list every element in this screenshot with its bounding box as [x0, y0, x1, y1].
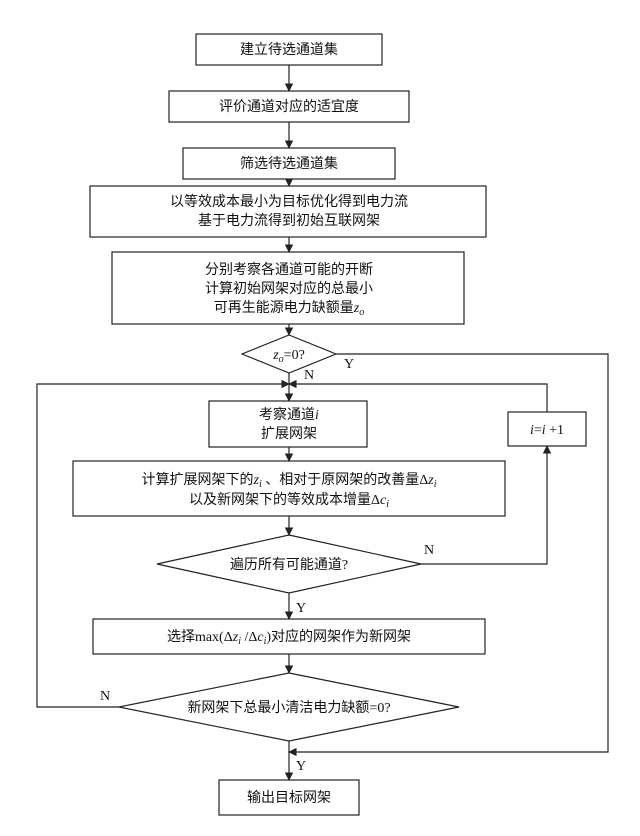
step-compute-line2: 以及新网架下的等效成本增量Δci: [189, 491, 389, 510]
decision-z0-label: zo=0?: [272, 348, 305, 365]
decision-check-zero: 新网架下总最小清洁电力缺额=0?: [118, 672, 460, 742]
step-compute-line1: 计算扩展网架下的zi 、相对于原网架的改善量Δzi: [142, 472, 437, 490]
label-check-yes: Y: [296, 759, 306, 774]
step-consider-breaks: 分别考察各通道可能的开断 计算初始网架对应的总最小 可再生能源电力缺额量zo: [111, 251, 465, 325]
step-build-label: 建立待选通道集: [240, 41, 338, 58]
connectors: [36, 65, 609, 781]
step-consider-line1: 分别考察各通道可能的开断: [205, 261, 373, 278]
step-filter-label: 筛选待选通道集: [240, 155, 338, 172]
step-evaluate-label: 评价通道对应的适宜度: [219, 98, 359, 115]
label-traverse-yes: Y: [296, 601, 306, 616]
arrow-increment-loop: [288, 379, 548, 412]
decision-traverse-all: 遍历所有可能通道?: [156, 534, 422, 594]
step-output-network: 输出目标网架: [218, 779, 360, 816]
step-filter-channels: 筛选待选通道集: [182, 147, 396, 180]
label-traverse-no: N: [424, 543, 434, 558]
arrow-check-no-loop: [36, 379, 290, 708]
label-z0-yes: Y: [344, 357, 354, 372]
step-optimize-line1: 以等效成本最小为目标优化得到电力流: [170, 193, 408, 210]
decision-check-label: 新网架下总最小清洁电力缺额=0?: [187, 700, 390, 716]
label-z0-no: N: [304, 368, 314, 383]
step-increment-i: i=i +1: [507, 411, 587, 447]
step-optimize-power-flow: 以等效成本最小为目标优化得到电力流 基于电力流得到初始互联网架: [89, 185, 487, 238]
step-build-channel-set: 建立待选通道集: [195, 33, 383, 66]
step-examine-line1: 考察通道i: [259, 406, 319, 423]
step-consider-line2: 计算初始网架对应的总最小: [205, 280, 373, 297]
step-examine-channel: 考察通道i 扩展网架: [208, 400, 368, 448]
decision-traverse-label: 遍历所有可能通道?: [230, 557, 348, 573]
step-select-label: 选择max(Δzi /Δci)对应的网架作为新网架: [167, 628, 411, 647]
arrow-traverse-no: [421, 445, 552, 565]
step-evaluate-suitability: 评价通道对应的适宜度: [168, 90, 410, 123]
step-select-max: 选择max(Δzi /Δci)对应的网架作为新网架: [92, 618, 486, 655]
step-consider-line3: 可再生能源电力缺额量zo: [214, 300, 364, 318]
step-compute-improvement: 计算扩展网架下的zi 、相对于原网架的改善量Δzi 以及新网架下的等效成本增量Δ…: [72, 460, 506, 517]
step-increment-label: i=i +1: [530, 423, 564, 438]
step-output-label: 输出目标网架: [247, 790, 331, 806]
label-check-no: N: [100, 689, 110, 704]
step-optimize-line2: 基于电力流得到初始互联网架: [198, 212, 380, 229]
decision-z0-zero: zo=0?: [240, 334, 338, 374]
arrow-z0-yes-loop: [288, 353, 609, 757]
step-examine-line2: 扩展网架: [261, 426, 317, 442]
